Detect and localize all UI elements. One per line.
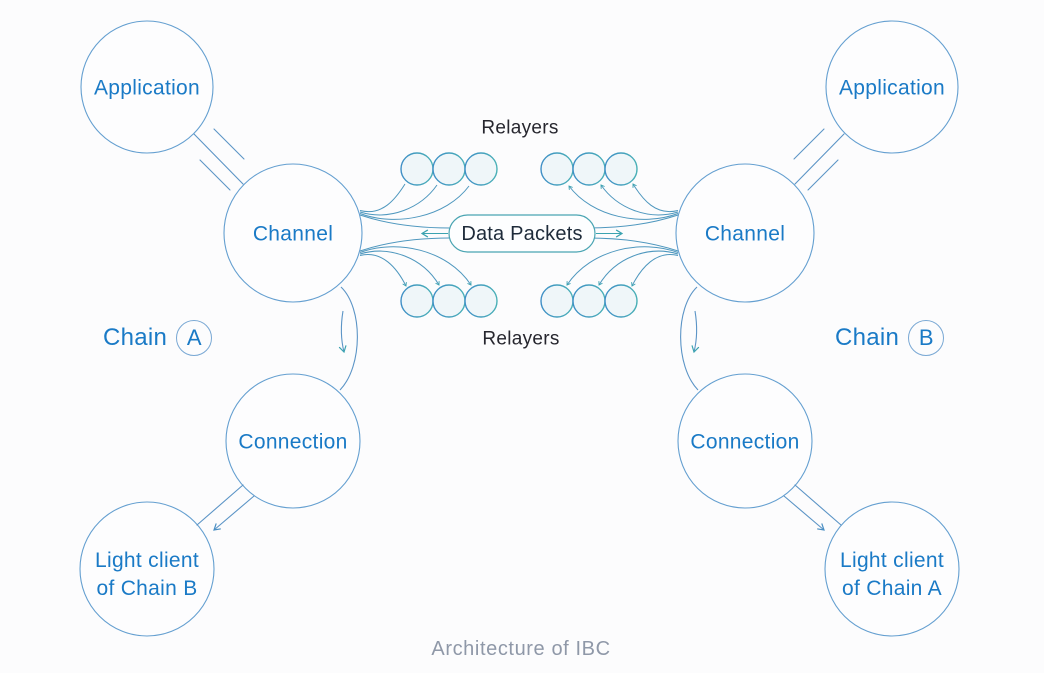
- diagonal-arrow-icon: [783, 495, 825, 531]
- channel-node-circle-a: [223, 163, 363, 303]
- diagram-caption: Architecture of IBC: [431, 638, 611, 660]
- connection-label-b: Connection: [690, 430, 800, 454]
- relayer-fan-top-left: [359, 183, 470, 229]
- channel-node-circle-b: [675, 163, 815, 303]
- chain-a-letter-badge: A: [176, 320, 213, 356]
- relayer-node: [400, 284, 434, 318]
- data-packets-pill: [448, 214, 596, 253]
- application-label-a: Application: [93, 76, 201, 100]
- connection-label-a: Connection: [238, 430, 348, 454]
- relayer-node: [464, 152, 498, 186]
- chain-a-label: Chain A: [103, 320, 213, 356]
- channel-connection-arc-b: [680, 286, 700, 391]
- relayer-node: [540, 284, 574, 318]
- connection-lightclient-link-a: [196, 484, 255, 531]
- relayer-node: [572, 284, 606, 318]
- relayers-label-bottom: Relayers: [482, 328, 560, 350]
- chain-b-nodes: [675, 20, 960, 637]
- light-client-label-b-line2: of Chain A: [842, 577, 942, 600]
- diagonal-arrow-icon: [213, 495, 255, 531]
- chain-b-label: Chain B: [835, 320, 945, 356]
- relayer-group-top-left: [400, 152, 498, 186]
- connection-node-circle-a: [225, 373, 361, 509]
- light-client-label-b-line1: Light client: [840, 549, 944, 572]
- chain-a-nodes: [79, 20, 363, 637]
- chain-b-name: Chain: [835, 324, 900, 351]
- relayer-group-top-right: [540, 152, 638, 186]
- channel-label-b: Channel: [704, 222, 786, 246]
- channel-connection-arc-a: [338, 286, 358, 391]
- data-packets-label: Data Packets: [461, 223, 583, 245]
- light-client-label-a-line2: of Chain B: [96, 577, 198, 600]
- light-client-node-circle-a: [79, 501, 215, 637]
- relayer-node: [604, 152, 638, 186]
- light-client-label-a-line1: Light client: [95, 549, 199, 572]
- light-client-label-a: Light client of Chain B: [95, 547, 199, 603]
- chain-a-name: Chain: [103, 324, 168, 351]
- relayer-group-bottom-right: [540, 284, 638, 318]
- relayer-fan-bottom-left: [359, 237, 472, 287]
- light-client-node-circle-b: [824, 501, 960, 637]
- light-client-label-b: Light client of Chain A: [840, 547, 944, 603]
- application-label-b: Application: [838, 76, 946, 100]
- application-channel-link-b: [793, 128, 845, 191]
- relayer-node: [432, 284, 466, 318]
- application-node-circle-b: [825, 20, 959, 154]
- relayer-node: [400, 152, 434, 186]
- channel-label-a: Channel: [252, 222, 334, 246]
- relayer-node: [464, 284, 498, 318]
- connection-node-circle-b: [677, 373, 813, 509]
- application-channel-link-a: [193, 128, 245, 191]
- relayer-fan-bottom-right: [566, 237, 679, 287]
- relayer-fan-top-right: [568, 183, 679, 229]
- relayer-group-bottom-left: [400, 284, 498, 318]
- down-arrow-icon: [691, 310, 700, 354]
- relayers-label-top: Relayers: [481, 117, 559, 139]
- chain-b-letter-badge: B: [908, 320, 945, 356]
- relayer-node: [540, 152, 574, 186]
- relayer-node: [432, 152, 466, 186]
- down-arrow-icon: [338, 310, 347, 354]
- connection-lightclient-link-b: [783, 484, 842, 531]
- relayer-node: [604, 284, 638, 318]
- application-node-circle-a: [80, 20, 214, 154]
- relayer-node: [572, 152, 606, 186]
